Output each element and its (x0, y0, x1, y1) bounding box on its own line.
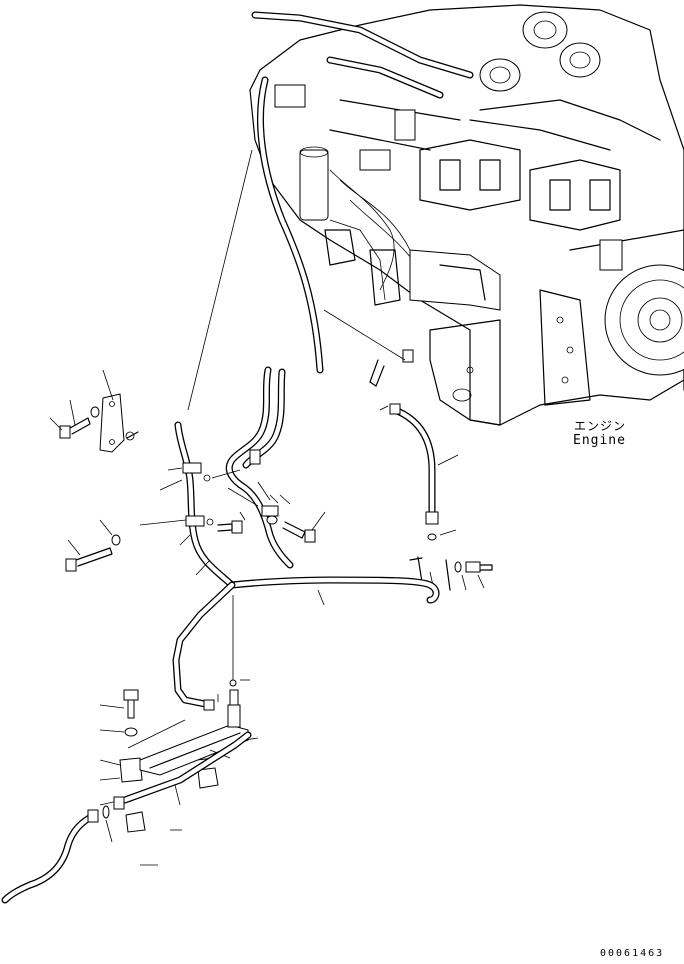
bolt-icon (59, 417, 91, 439)
o-ring-icon (102, 805, 110, 819)
bolt-icon (65, 547, 113, 572)
bracket-icon (99, 393, 125, 453)
hose-icon (174, 421, 236, 589)
tube-icon (121, 731, 252, 804)
o-ring-icon (427, 533, 437, 541)
tube-icon (172, 576, 440, 709)
connector-icon (409, 556, 493, 591)
bolt-icon (217, 520, 243, 534)
hose-icon (1, 811, 99, 904)
engine-label-english: Engine (573, 433, 626, 448)
clamp-icon (182, 462, 205, 527)
bolt-icon (123, 689, 139, 719)
connector-icon (203, 689, 241, 728)
tube-icon (225, 366, 294, 569)
hose-icon (391, 406, 436, 524)
washer-icon (124, 727, 138, 737)
bolt-icon (282, 521, 316, 543)
engine-label-japanese: エンジン (574, 419, 627, 433)
washer-icon (111, 534, 121, 546)
engine-assembly-icon (249, 4, 684, 426)
document-number: 00061463 (600, 948, 665, 959)
washer-icon (90, 406, 100, 418)
